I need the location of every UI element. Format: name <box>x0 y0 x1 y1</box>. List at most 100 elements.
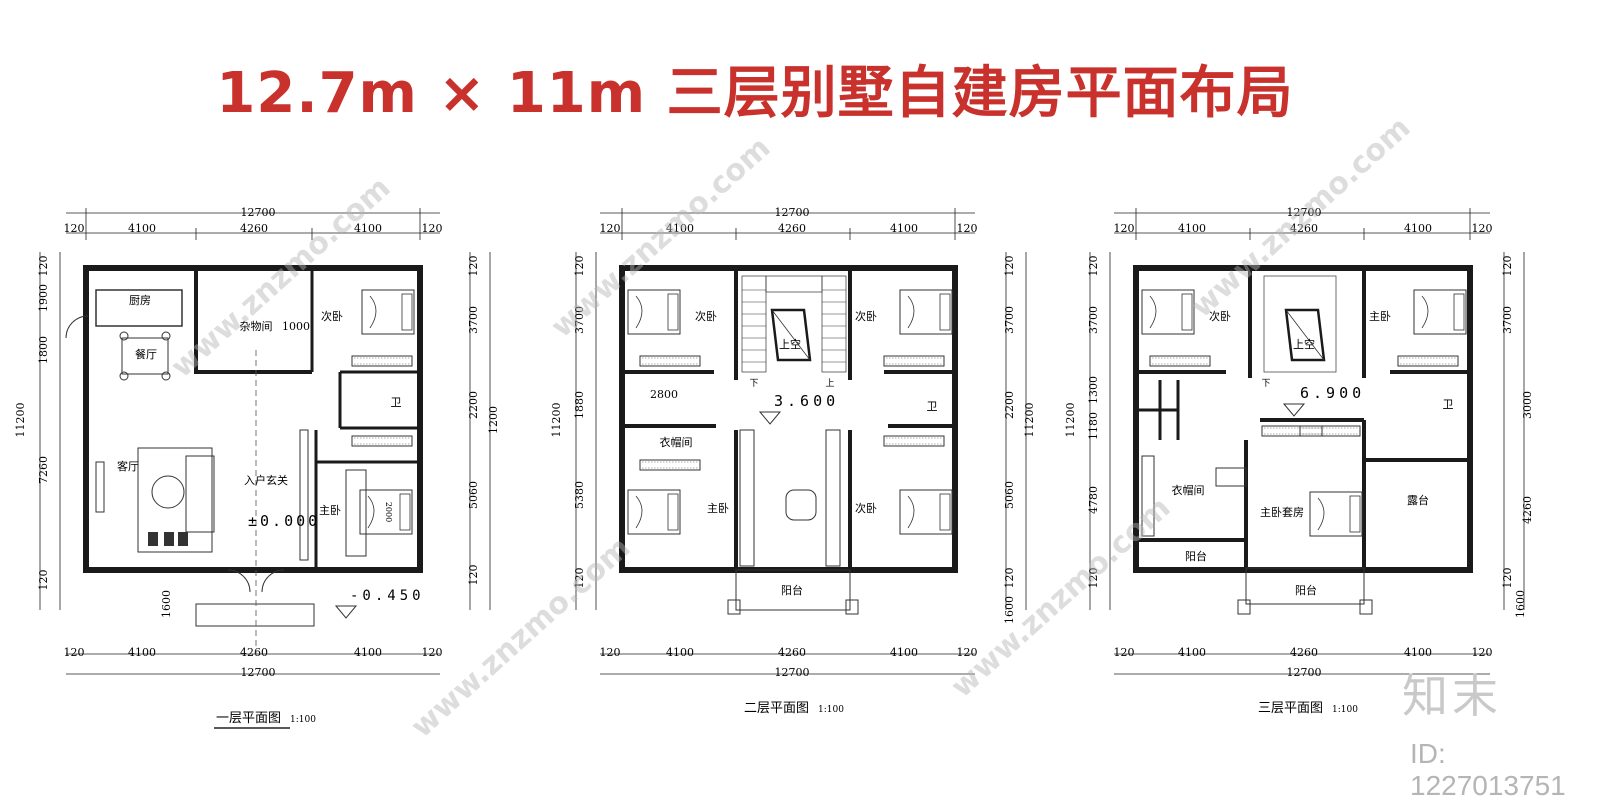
svg-text:阳台: 阳台 <box>1295 583 1317 597</box>
svg-text:4100: 4100 <box>890 646 918 659</box>
p1-dim-edge: 120 <box>64 222 85 235</box>
p1-storage-dim: 1000 <box>282 320 310 333</box>
svg-text:1:100: 1:100 <box>1332 705 1358 715</box>
svg-text:次卧: 次卧 <box>695 309 717 323</box>
p1-dim-edge2: 120 <box>422 222 443 235</box>
svg-text:4100: 4100 <box>666 222 694 235</box>
svg-text:4100: 4100 <box>666 646 694 659</box>
svg-text:120: 120 <box>1501 568 1514 589</box>
svg-text:阳台: 阳台 <box>781 583 803 597</box>
svg-text:120: 120 <box>957 222 978 235</box>
p1-bdim-total: 12700 <box>241 666 276 679</box>
svg-text:120: 120 <box>957 646 978 659</box>
p1-bdim-edge: 120 <box>64 646 85 659</box>
p1-dining: 餐厅 <box>135 347 157 361</box>
svg-text:1600: 1600 <box>1514 590 1527 618</box>
svg-text:2800: 2800 <box>650 388 678 401</box>
svg-text:6.900: 6.900 <box>1300 384 1365 402</box>
svg-text:1900: 1900 <box>37 284 50 312</box>
svg-text:12700: 12700 <box>775 206 810 219</box>
p1-bath: 卫 <box>391 396 402 409</box>
svg-text:120: 120 <box>1501 256 1514 277</box>
plan-3: 12700 120 4100 4260 4100 120 120 4100 42… <box>1064 206 1534 716</box>
svg-text:120: 120 <box>600 222 621 235</box>
p1-dim-mid: 4260 <box>240 222 268 235</box>
image-id: ID: 1227013751 <box>1410 738 1566 801</box>
svg-text:7260: 7260 <box>37 456 50 484</box>
p1-bdim-side2: 4100 <box>354 646 382 659</box>
svg-text:11200: 11200 <box>1064 403 1077 438</box>
p1-outside-level: -0.450 <box>350 588 425 604</box>
svg-text:120: 120 <box>37 256 50 277</box>
p1-bdim-edge2: 120 <box>422 646 443 659</box>
p1-master: 主卧 <box>319 504 341 517</box>
svg-text:120: 120 <box>37 570 50 591</box>
p1-bdim-side: 4100 <box>128 646 156 659</box>
page-title: 12.7m × 11m 三层别墅自建房平面布局 <box>216 61 1294 126</box>
svg-text:4260: 4260 <box>778 646 806 659</box>
p1-dim-side: 4100 <box>128 222 156 235</box>
brand-logo: 知末 <box>1402 669 1502 723</box>
svg-text:卫: 卫 <box>927 400 938 413</box>
svg-text:2200: 2200 <box>1003 391 1016 419</box>
svg-text:3700: 3700 <box>1003 306 1016 334</box>
svg-text:阳台: 阳台 <box>1185 549 1207 563</box>
svg-text:1200: 1200 <box>487 406 500 434</box>
svg-text:1600: 1600 <box>1003 596 1016 624</box>
p1-scale: 1:100 <box>290 715 316 725</box>
svg-text:4100: 4100 <box>1404 646 1432 659</box>
svg-text:1:100: 1:100 <box>818 705 844 715</box>
svg-text:1880: 1880 <box>573 391 586 419</box>
p1-bed2: 次卧 <box>321 309 343 323</box>
svg-text:上: 上 <box>825 378 834 389</box>
svg-text:120: 120 <box>1087 568 1100 589</box>
svg-text:露台: 露台 <box>1407 493 1429 507</box>
svg-text:上空: 上空 <box>1293 337 1315 351</box>
svg-text:3700: 3700 <box>1501 306 1514 334</box>
svg-text:3700: 3700 <box>573 306 586 334</box>
p1-foyer: 入户玄关 <box>244 473 288 487</box>
svg-text:120: 120 <box>1114 646 1135 659</box>
svg-text:3700: 3700 <box>467 306 480 334</box>
p1-living: 客厅 <box>117 459 139 473</box>
svg-text:120: 120 <box>1472 646 1493 659</box>
p1-storage: 杂物间 <box>240 319 273 333</box>
p1-dim-total: 12700 <box>241 206 276 219</box>
p1-kitchen: 厨房 <box>129 294 151 307</box>
svg-text:120: 120 <box>467 565 480 586</box>
svg-text:4260: 4260 <box>1290 222 1318 235</box>
svg-text:120: 120 <box>1003 256 1016 277</box>
svg-text:4780: 4780 <box>1087 486 1100 514</box>
svg-text:上空: 上空 <box>779 337 801 351</box>
svg-text:主卧: 主卧 <box>707 502 729 515</box>
p1-bed-size: 2000 <box>384 502 393 522</box>
svg-text:下: 下 <box>1261 379 1270 389</box>
svg-text:4100: 4100 <box>1178 646 1206 659</box>
plan-1: 12700 120 4100 4260 4100 120 120 4100 42… <box>14 206 500 729</box>
svg-text:12700: 12700 <box>1287 666 1322 679</box>
svg-text:5380: 5380 <box>573 481 586 509</box>
svg-text:衣帽间: 衣帽间 <box>660 435 693 449</box>
svg-text:3700: 3700 <box>1087 306 1100 334</box>
svg-text:次卧: 次卧 <box>855 309 877 323</box>
svg-text:主卧: 主卧 <box>1369 310 1391 323</box>
svg-text:4260: 4260 <box>778 222 806 235</box>
svg-text:3.600: 3.600 <box>774 392 839 410</box>
svg-text:120: 120 <box>1114 222 1135 235</box>
svg-text:1180: 1180 <box>1087 412 1100 440</box>
svg-text:120: 120 <box>600 646 621 659</box>
svg-text:120: 120 <box>1472 222 1493 235</box>
svg-text:11200: 11200 <box>14 403 27 438</box>
svg-text:卫: 卫 <box>1443 398 1454 411</box>
svg-text:衣帽间: 衣帽间 <box>1172 483 1205 497</box>
p1-level: ±0.000 <box>248 512 320 530</box>
p1-dim-side2: 4100 <box>354 222 382 235</box>
svg-text:120: 120 <box>573 568 586 589</box>
svg-text:1300: 1300 <box>1087 376 1100 404</box>
svg-text:120: 120 <box>1003 568 1016 589</box>
svg-text:下: 下 <box>749 379 758 389</box>
svg-text:4100: 4100 <box>1404 222 1432 235</box>
svg-text:120: 120 <box>467 256 480 277</box>
svg-text:次卧: 次卧 <box>1209 309 1231 323</box>
